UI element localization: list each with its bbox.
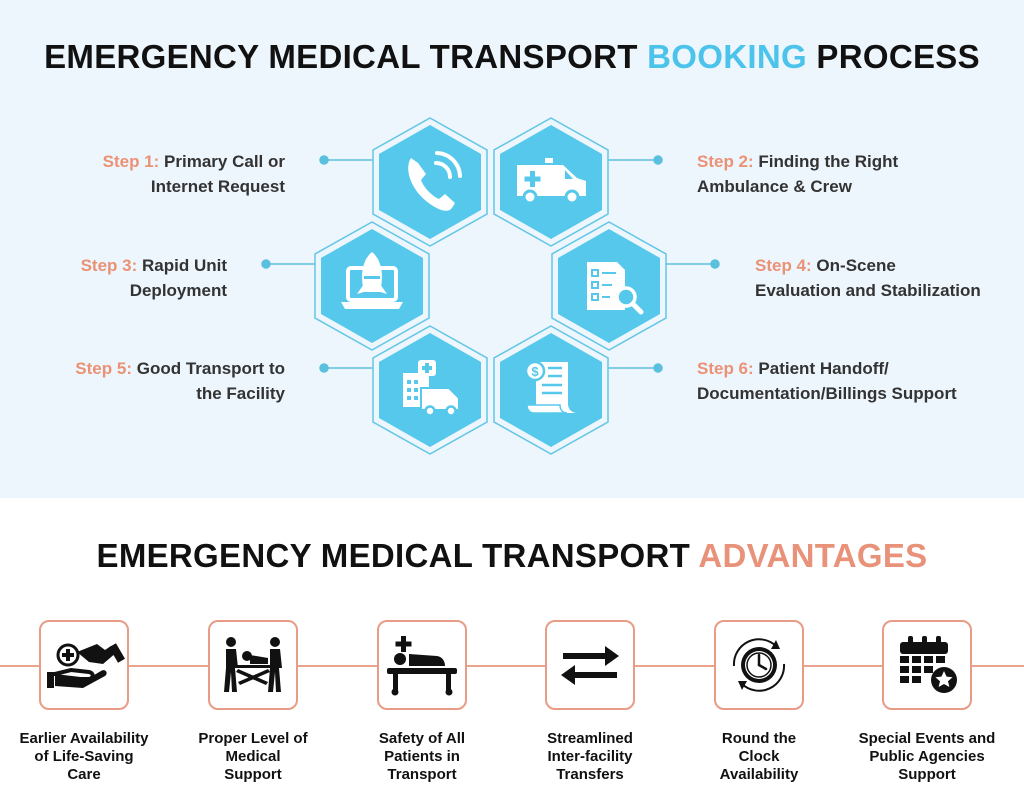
step-3-line2: Deployment bbox=[129, 281, 227, 300]
advantage-4-line3: Transfers bbox=[556, 766, 624, 783]
advantage-2-line1: Proper Level of bbox=[198, 730, 308, 747]
step-3-hexagon bbox=[314, 221, 430, 351]
step-2-number: Step 2: bbox=[697, 152, 754, 171]
step-5-label: Step 5: Good Transport to the Facility bbox=[75, 356, 285, 406]
step-4-hexagon bbox=[551, 221, 667, 351]
step-5-number: Step 5: bbox=[75, 359, 132, 378]
step-2-hexagon bbox=[493, 117, 609, 247]
step-2-line1: Finding the Right bbox=[758, 152, 899, 171]
advantage-1-box bbox=[39, 620, 129, 710]
advantage-5-line3: Availability bbox=[719, 766, 799, 783]
step-3-number: Step 3: bbox=[80, 256, 138, 275]
title-accent-text: BOOKING bbox=[647, 38, 807, 75]
advantage-1-line1: Earlier Availability bbox=[19, 730, 149, 747]
step-2-label: Step 2: Finding the Right Ambulance & Cr… bbox=[697, 149, 898, 199]
advantage-2-line2: Medical bbox=[225, 748, 281, 765]
advantage-3-line3: Transport bbox=[387, 766, 457, 783]
ambulance-icon bbox=[517, 158, 586, 205]
step-1-number: Step 1: bbox=[102, 152, 160, 171]
advantage-6-line3: Support bbox=[898, 766, 956, 783]
title-end-text: PROCESS bbox=[806, 38, 980, 75]
step-3-dot bbox=[261, 259, 271, 269]
phone-call-icon bbox=[408, 151, 462, 211]
advantage-6-line2: Public Agencies bbox=[869, 748, 985, 765]
advantages-title: EMERGENCY MEDICAL TRANSPORT ADVANTAGES bbox=[0, 537, 1024, 575]
step-5-dot bbox=[319, 363, 329, 373]
advantage-5-label: Round the Clock Availability bbox=[674, 730, 844, 784]
advantage-6-box bbox=[882, 620, 972, 710]
step-2-line2: Ambulance & Crew bbox=[697, 177, 852, 196]
calendar-star-icon bbox=[900, 636, 957, 693]
advantage-2-label: Proper Level of Medical Support bbox=[168, 730, 338, 784]
advantage-5-line1: Round the bbox=[721, 730, 797, 747]
transfer-arrows-icon bbox=[561, 646, 619, 685]
advantage-4-box bbox=[545, 620, 635, 710]
advantage-3-line2: Patients in bbox=[384, 748, 460, 765]
rocket-laptop-icon bbox=[341, 252, 403, 309]
advantage-5-line2: Clock bbox=[738, 748, 780, 765]
title-main-text: EMERGENCY MEDICAL TRANSPORT bbox=[44, 38, 648, 75]
advantage-1-label: Earlier Availability of Life-Saving Care bbox=[0, 730, 169, 784]
checklist-magnifier-icon bbox=[587, 262, 644, 315]
step-1-dot bbox=[319, 155, 329, 165]
advantage-1-line3: Care bbox=[67, 766, 101, 783]
step-6-line2: Documentation/Billings Support bbox=[697, 384, 957, 403]
advantage-3-label: Safety of All Patients in Transport bbox=[337, 730, 507, 784]
step-4-dot bbox=[710, 259, 720, 269]
process-diagram: $ bbox=[261, 117, 720, 455]
advantages-timeline bbox=[0, 665, 1024, 667]
step-2-dot bbox=[653, 155, 663, 165]
advantage-5-box bbox=[714, 620, 804, 710]
advantage-3-box bbox=[377, 620, 467, 710]
stretcher-carry-icon bbox=[224, 637, 282, 692]
step-1-label: Step 1: Primary Call or Internet Request bbox=[103, 149, 285, 199]
advantage-3-line1: Safety of All bbox=[378, 730, 466, 747]
step-4-line1: On-Scene bbox=[816, 256, 896, 275]
advantages-title-accent: ADVANTAGES bbox=[698, 537, 928, 574]
step-4-number: Step 4: bbox=[755, 256, 812, 275]
advantage-4-line1: Streamlined bbox=[547, 730, 633, 747]
advantage-6-line1: Special Events and bbox=[858, 730, 996, 747]
advantage-2-line3: Support bbox=[224, 766, 282, 783]
step-6-dot bbox=[653, 363, 663, 373]
invoice-dollar-icon: $ bbox=[524, 360, 577, 414]
advantage-6-label: Special Events and Public Agencies Suppo… bbox=[842, 730, 1012, 784]
step-6-line1: Patient Handoff/ bbox=[758, 359, 889, 378]
hands-medical-icon bbox=[47, 643, 125, 688]
step-5-line1: Good Transport to bbox=[136, 359, 285, 378]
step-6-hexagon: $ bbox=[493, 325, 609, 455]
svg-text:$: $ bbox=[531, 364, 539, 379]
step-6-label: Step 6: Patient Handoff/ Documentation/B… bbox=[697, 356, 957, 406]
advantage-1-line2: of Life-Saving bbox=[34, 748, 134, 765]
step-5-hexagon bbox=[372, 325, 488, 455]
hospital-van-icon bbox=[403, 360, 460, 417]
advantage-2-box bbox=[208, 620, 298, 710]
patient-bed-icon bbox=[387, 636, 457, 696]
step-1-hexagon bbox=[372, 117, 488, 247]
step-1-line1: Primary Call or bbox=[164, 152, 285, 171]
clock-cycle-icon bbox=[732, 638, 786, 692]
step-6-number: Step 6: bbox=[697, 359, 754, 378]
step-5-line2: the Facility bbox=[196, 384, 285, 403]
advantage-4-label: Streamlined Inter-facility Transfers bbox=[505, 730, 675, 784]
step-1-line2: Internet Request bbox=[150, 177, 285, 196]
advantage-4-line2: Inter-facility bbox=[547, 748, 633, 765]
advantages-title-main: EMERGENCY MEDICAL TRANSPORT bbox=[96, 537, 699, 574]
step-4-line2: Evaluation and Stabilization bbox=[755, 281, 981, 300]
booking-process-title: EMERGENCY MEDICAL TRANSPORT BOOKING PROC… bbox=[0, 38, 1024, 76]
step-3-line1: Rapid Unit bbox=[142, 256, 227, 275]
step-4-label: Step 4: On-Scene Evaluation and Stabiliz… bbox=[755, 253, 981, 303]
step-3-label: Step 3: Rapid Unit Deployment bbox=[81, 253, 227, 303]
